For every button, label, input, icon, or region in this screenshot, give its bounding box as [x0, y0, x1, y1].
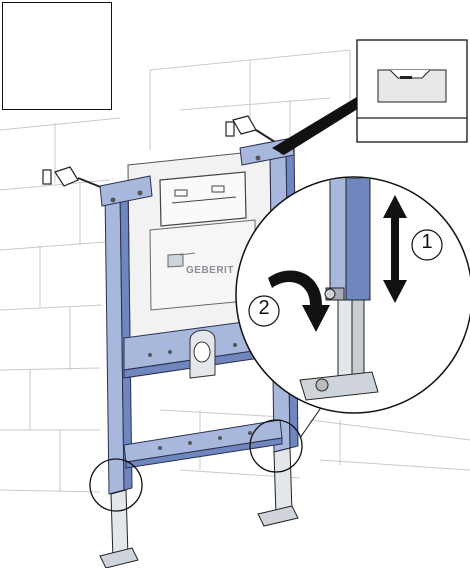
frame-bolts — [110, 149, 285, 450]
brand-logo: GEBERIT — [186, 265, 234, 276]
step-1-number: 1 — [421, 231, 433, 253]
tighten-rotation-icon — [268, 270, 330, 332]
leg-highlight-left — [89, 458, 143, 512]
leg-adjustment-detail — [235, 176, 470, 414]
step-2-circle — [248, 295, 280, 327]
wall-bracket-right — [225, 115, 276, 143]
frame-leg-left — [99, 489, 139, 568]
level-callout-leader — [272, 95, 372, 155]
raise-lower-arrow-icon — [383, 195, 407, 303]
tool-requirement-box — [2, 2, 112, 110]
leg-highlight-right — [249, 419, 303, 473]
wall-bracket-left — [42, 166, 109, 191]
frame-leg-right — [257, 447, 299, 527]
step-1-circle — [411, 229, 443, 261]
spirit-level-detail — [356, 39, 468, 143]
wrench-size-label: 13 mm — [34, 85, 93, 106]
step-2-number: 2 — [258, 297, 270, 319]
